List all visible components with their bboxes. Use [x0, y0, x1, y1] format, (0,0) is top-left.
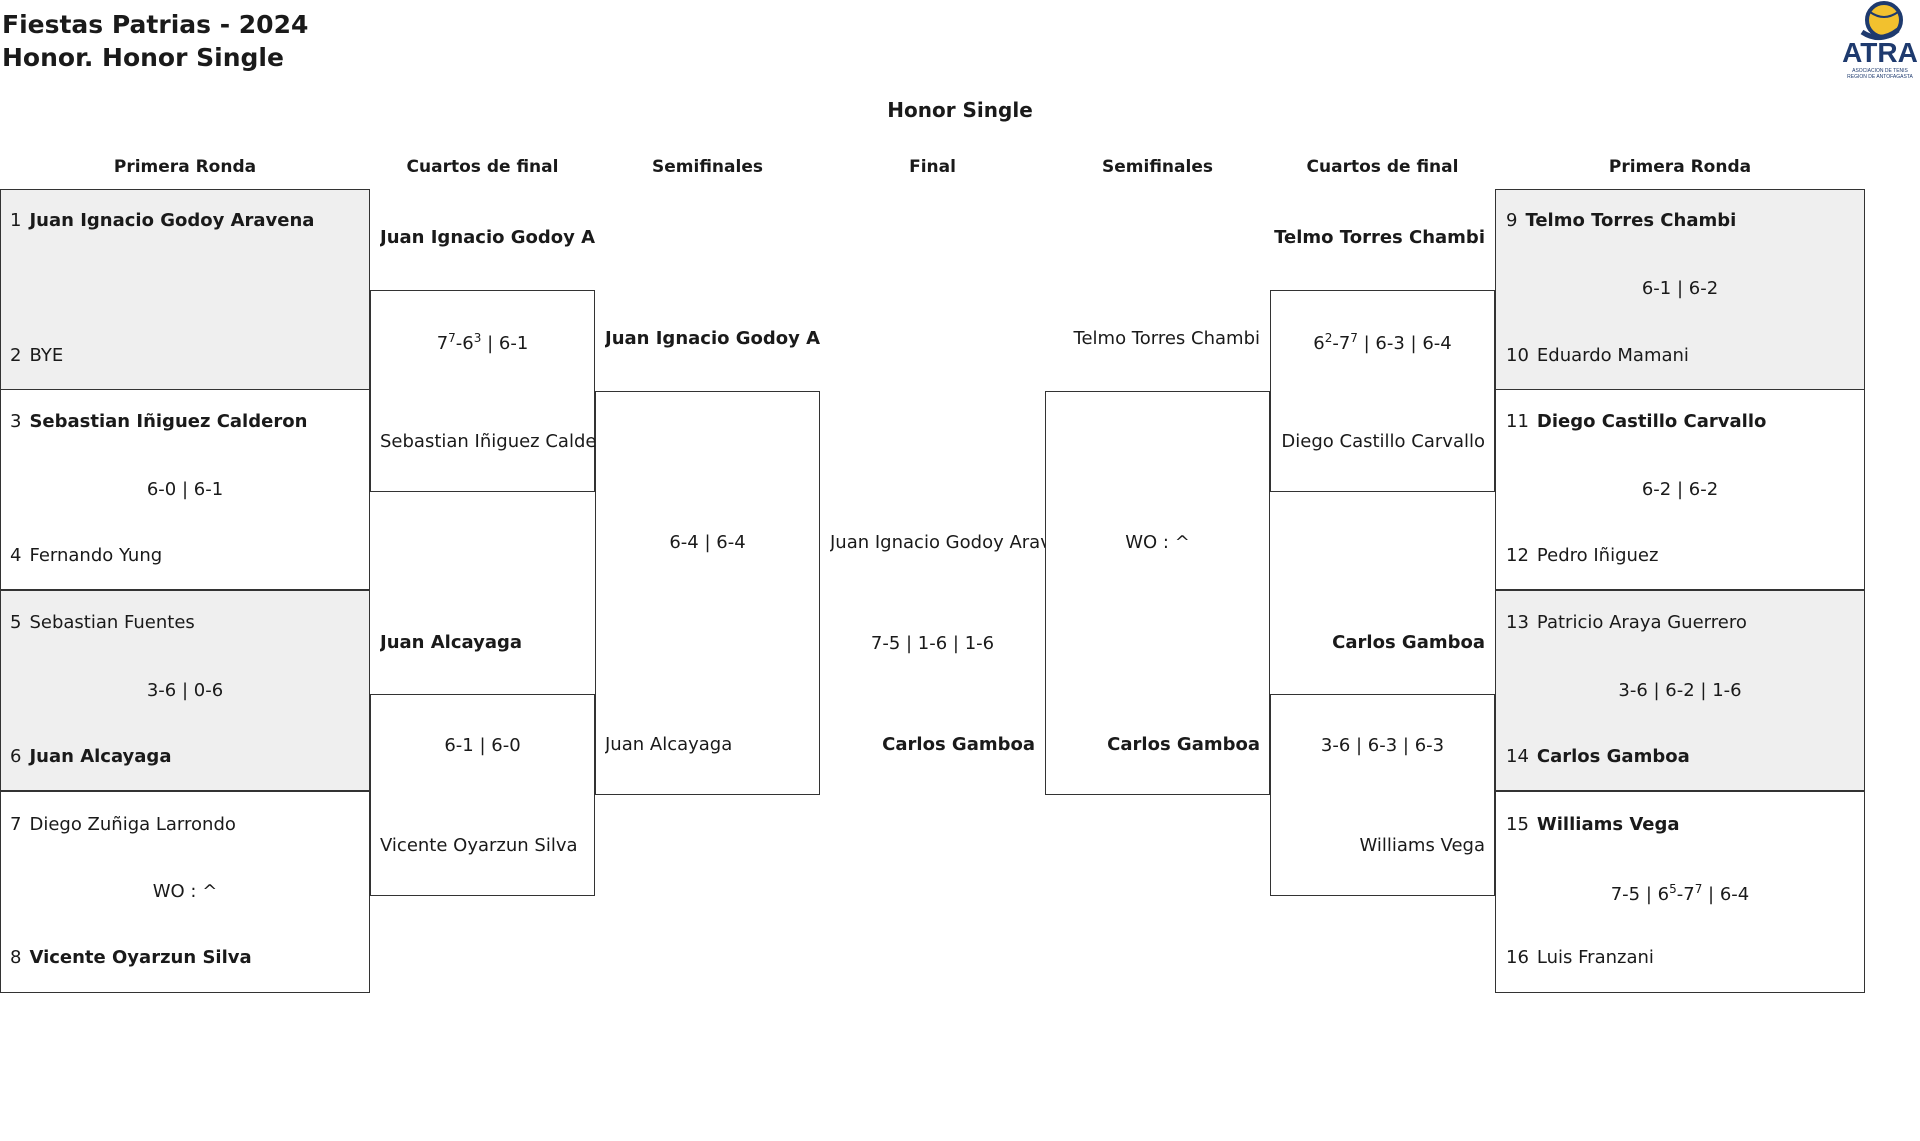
- match-qf-left-2: [370, 694, 595, 896]
- match-r1-left-2: [0, 389, 370, 590]
- player: Carlos Gamboa: [1107, 734, 1260, 755]
- player: Telmo Torres Chambi: [1274, 227, 1485, 248]
- round-header-final: Final: [909, 157, 956, 177]
- round-header-sf-right: Semifinales: [1102, 157, 1213, 177]
- player: Juan Ignacio Godoy Aravena: [380, 227, 595, 248]
- svg-text:REGION DE ANTOFAGASTA: REGION DE ANTOFAGASTA: [1847, 74, 1913, 80]
- category-title: Honor. Honor Single: [2, 43, 284, 72]
- match-r1-right-1: [1495, 189, 1865, 390]
- svg-text:ASOCIACION DE TENIS: ASOCIACION DE TENIS: [1852, 68, 1908, 74]
- match-score: 3-6 | 6-3 | 6-3: [1320, 735, 1445, 756]
- match-score: 6-0 | 6-1: [146, 479, 224, 500]
- player: Juan Ignacio Godoy Aravena: [605, 328, 820, 349]
- event-title: Honor Single: [887, 98, 1033, 122]
- match-r1-left-1: [0, 189, 370, 390]
- match-qf-right-1: [1270, 290, 1495, 492]
- player: Williams Vega: [1359, 835, 1485, 856]
- round-header-r1-right: Primera Ronda: [1608, 157, 1752, 177]
- match-r1-left-3: [0, 590, 370, 791]
- player: Juan Alcayaga: [380, 632, 523, 653]
- match-score: 7-5 | 65-77 | 6-4: [1610, 882, 1750, 905]
- match-r1-left-4: [0, 791, 370, 993]
- match-qf-right-2: [1270, 694, 1495, 896]
- round-header-qf-left: Cuartos de final: [406, 157, 559, 177]
- match-score: 6-4 | 6-4: [669, 532, 746, 553]
- match-qf-left-1: [370, 290, 595, 492]
- finalist: Juan Ignacio Godoy Aravena: [830, 532, 1045, 553]
- final-score: 7-5 | 1-6 | 1-6: [870, 633, 995, 654]
- match-score: 3-6 | 0-6: [146, 680, 224, 701]
- champion: Carlos Gamboa: [882, 734, 1035, 755]
- match-score: 3-6 | 6-2 | 1-6: [1618, 680, 1742, 701]
- match-score: 6-1 | 6-2: [1641, 278, 1719, 299]
- atra-logo: ATRA ASOCIACION DE TENIS REGION DE ANTOF…: [1840, 0, 1920, 82]
- round-header-qf-right: Cuartos de final: [1306, 157, 1459, 177]
- match-r1-right-4: [1495, 791, 1865, 993]
- player: Vicente Oyarzun Silva: [380, 835, 578, 856]
- player: Diego Castillo Carvallo: [1281, 431, 1485, 452]
- player: Sebastian Iñiguez Calderon: [380, 431, 595, 452]
- match-score: 6-1 | 6-0: [444, 735, 521, 756]
- match-r1-right-3: [1495, 590, 1865, 791]
- round-header-r1-left: Primera Ronda: [113, 157, 257, 177]
- match-sf-left: [595, 391, 820, 795]
- match-score: WO : ^: [1125, 532, 1190, 553]
- match-score: 62-77 | 6-3 | 6-4: [1313, 331, 1452, 354]
- logo-text: ATRA: [1842, 37, 1918, 68]
- player: Telmo Torres Chambi: [1073, 328, 1260, 349]
- match-sf-right: [1045, 391, 1270, 795]
- match-r1-right-2: [1495, 389, 1865, 590]
- tournament-title: Fiestas Patrias - 2024: [2, 10, 309, 39]
- match-score: WO : ^: [152, 881, 218, 902]
- match-score: 6-2 | 6-2: [1641, 479, 1719, 500]
- round-header-sf-left: Semifinales: [652, 157, 763, 177]
- player: Juan Alcayaga: [605, 734, 733, 755]
- match-score: 77-63 | 6-1: [436, 331, 529, 354]
- player: Carlos Gamboa: [1332, 632, 1485, 653]
